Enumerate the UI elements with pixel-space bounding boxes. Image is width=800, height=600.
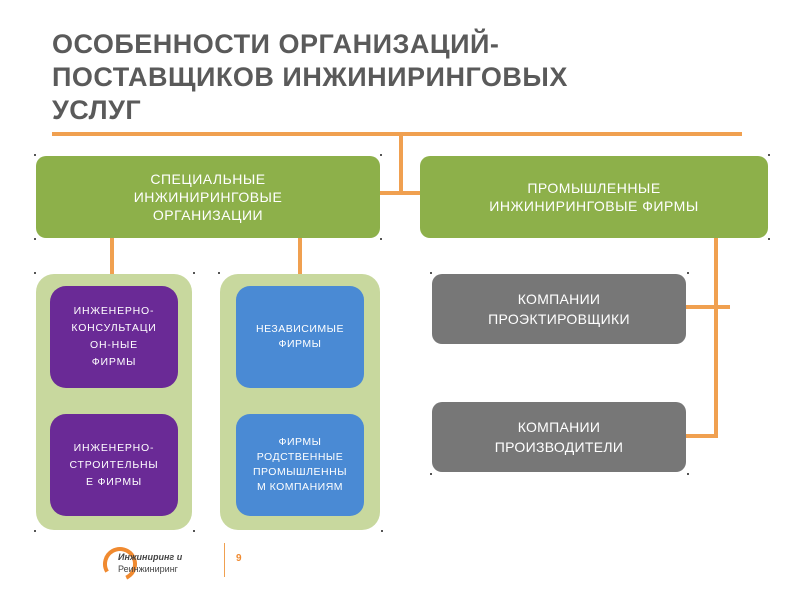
design-companies: КОМПАНИИ ПРОЭКТИРОВЩИКИ [432, 274, 686, 344]
box-text-line: ОН-НЫЕ [90, 339, 138, 351]
footer-logo-line2: Реинжиниринг [118, 564, 178, 574]
box-text-line: Е ФИРМЫ [86, 475, 142, 488]
handle-dot [687, 473, 689, 475]
box-text-line: ПРОМЫШЛЕННЫ [252, 466, 347, 478]
box-text-line: ИНЖИНИРИНГОВЫЕ ФИРМЫ [489, 198, 699, 214]
box-text-line: ПРОМЫШЛЕННЫЕ [527, 180, 661, 196]
box-text-line: ФИРМЫ [278, 338, 322, 350]
box-text: ФИРМЫ РОДСТВЕННЫЕ ПРОМЫШЛЕННЫ М КОМПАНИЯ… [253, 435, 347, 495]
box-text-line: ПРОЭКТИРОВЩИКИ [488, 311, 630, 327]
handle-dot [380, 154, 382, 156]
box-text-line: СПЕЦИАЛЬНЫЕ [150, 171, 266, 187]
handle-dot [687, 272, 689, 274]
page-number: 9 [236, 553, 242, 564]
box-text: ПРОМЫШЛЕННЫЕ ИНЖИНИРИНГОВЫЕ ФИРМЫ [489, 179, 698, 215]
box-text-line: РОДСТВЕННЫЕ [256, 451, 344, 463]
handle-dot [34, 238, 36, 240]
handle-dot [768, 154, 770, 156]
firms-related-to-industrial-companies: ФИРМЫ РОДСТВЕННЫЕ ПРОМЫШЛЕННЫ М КОМПАНИЯ… [236, 414, 364, 516]
box-text-line: ОРГАНИЗАЦИИ [152, 207, 264, 223]
handle-dot [34, 154, 36, 156]
handle-dot [193, 272, 195, 274]
handle-dot [768, 238, 770, 240]
engineering-construction-firms: ИНЖЕНЕРНО- СТРОИТЕЛЬНЫ Е ФИРМЫ [50, 414, 178, 516]
box-text: КОМПАНИИ ПРОИЗВОДИТЕЛИ [495, 417, 624, 457]
independent-firms: НЕЗАВИСИМЫЕ ФИРМЫ [236, 286, 364, 388]
box-text: ИНЖЕНЕРНО- СТРОИТЕЛЬНЫ Е ФИРМЫ [69, 440, 158, 491]
handle-dot [218, 272, 220, 274]
box-text-line: КОМПАНИИ [517, 291, 601, 307]
title-line: ПОСТАВЩИКОВ ИНЖИНИРИНГОВЫХ [52, 62, 568, 92]
engineering-consulting-firms: ИНЖЕНЕРНО- КОНСУЛЬТАЦИ ОН-НЫЕ ФИРМЫ [50, 286, 178, 388]
footer-logo-text: Инжиниринг и Реинжиниринг [118, 551, 182, 575]
footer-logo-line1: Инжиниринг и [118, 552, 183, 562]
title-line: УСЛУГ [52, 95, 142, 125]
box-text-line: КОМПАНИИ [517, 419, 601, 435]
company-logo-icon [103, 547, 137, 581]
box-text-line: М КОМПАНИЯМ [256, 481, 344, 493]
handle-dot [193, 530, 195, 532]
box-text-line: СТРОИТЕЛЬНЫ [69, 458, 159, 471]
box-text: СПЕЦИАЛЬНЫЕ ИНЖИНИРИНГОВЫЕ ОРГАНИЗАЦИИ [134, 170, 283, 224]
box-text: ИНЖЕНЕРНО- КОНСУЛЬТАЦИ ОН-НЫЕ ФИРМЫ [71, 303, 156, 371]
connector-group [52, 132, 742, 438]
handle-dot [381, 530, 383, 532]
title-line: ОСОБЕННОСТИ ОРГАНИЗАЦИЙ- [52, 29, 500, 59]
box-text: НЕЗАВИСИМЫЕ ФИРМЫ [256, 322, 344, 352]
handle-dot [430, 473, 432, 475]
box-text: КОМПАНИИ ПРОЭКТИРОВЩИКИ [488, 289, 630, 329]
manufacturing-companies: КОМПАНИИ ПРОИЗВОДИТЕЛИ [432, 402, 686, 472]
box-text-line: ФИРМЫ [91, 356, 137, 368]
box-text-line: КОНСУЛЬТАЦИ [71, 322, 157, 334]
handle-dot [34, 530, 36, 532]
handle-dot [34, 272, 36, 274]
box-text-line: ИНЖИНИРИНГОВЫЕ [133, 189, 283, 205]
special-engineering-organizations: СПЕЦИАЛЬНЫЕ ИНЖИНИРИНГОВЫЕ ОРГАНИЗАЦИИ [36, 156, 380, 238]
slide-title: ОСОБЕННОСТИ ОРГАНИЗАЦИЙ- ПОСТАВЩИКОВ ИНЖ… [52, 28, 752, 127]
box-text-line: ФИРМЫ [278, 436, 322, 448]
handle-dot [380, 238, 382, 240]
box-text-line: ИНЖЕНЕРНО- [73, 305, 155, 317]
footer-separator [224, 543, 225, 577]
box-text-line: ПРОИЗВОДИТЕЛИ [494, 439, 624, 455]
industrial-engineering-firms: ПРОМЫШЛЕННЫЕ ИНЖИНИРИНГОВЫЕ ФИРМЫ [420, 156, 768, 238]
handle-dot [430, 272, 432, 274]
box-text-line: НЕЗАВИСИМЫЕ [256, 323, 344, 335]
box-text-line: ИНЖЕНЕРНО- [73, 441, 155, 454]
